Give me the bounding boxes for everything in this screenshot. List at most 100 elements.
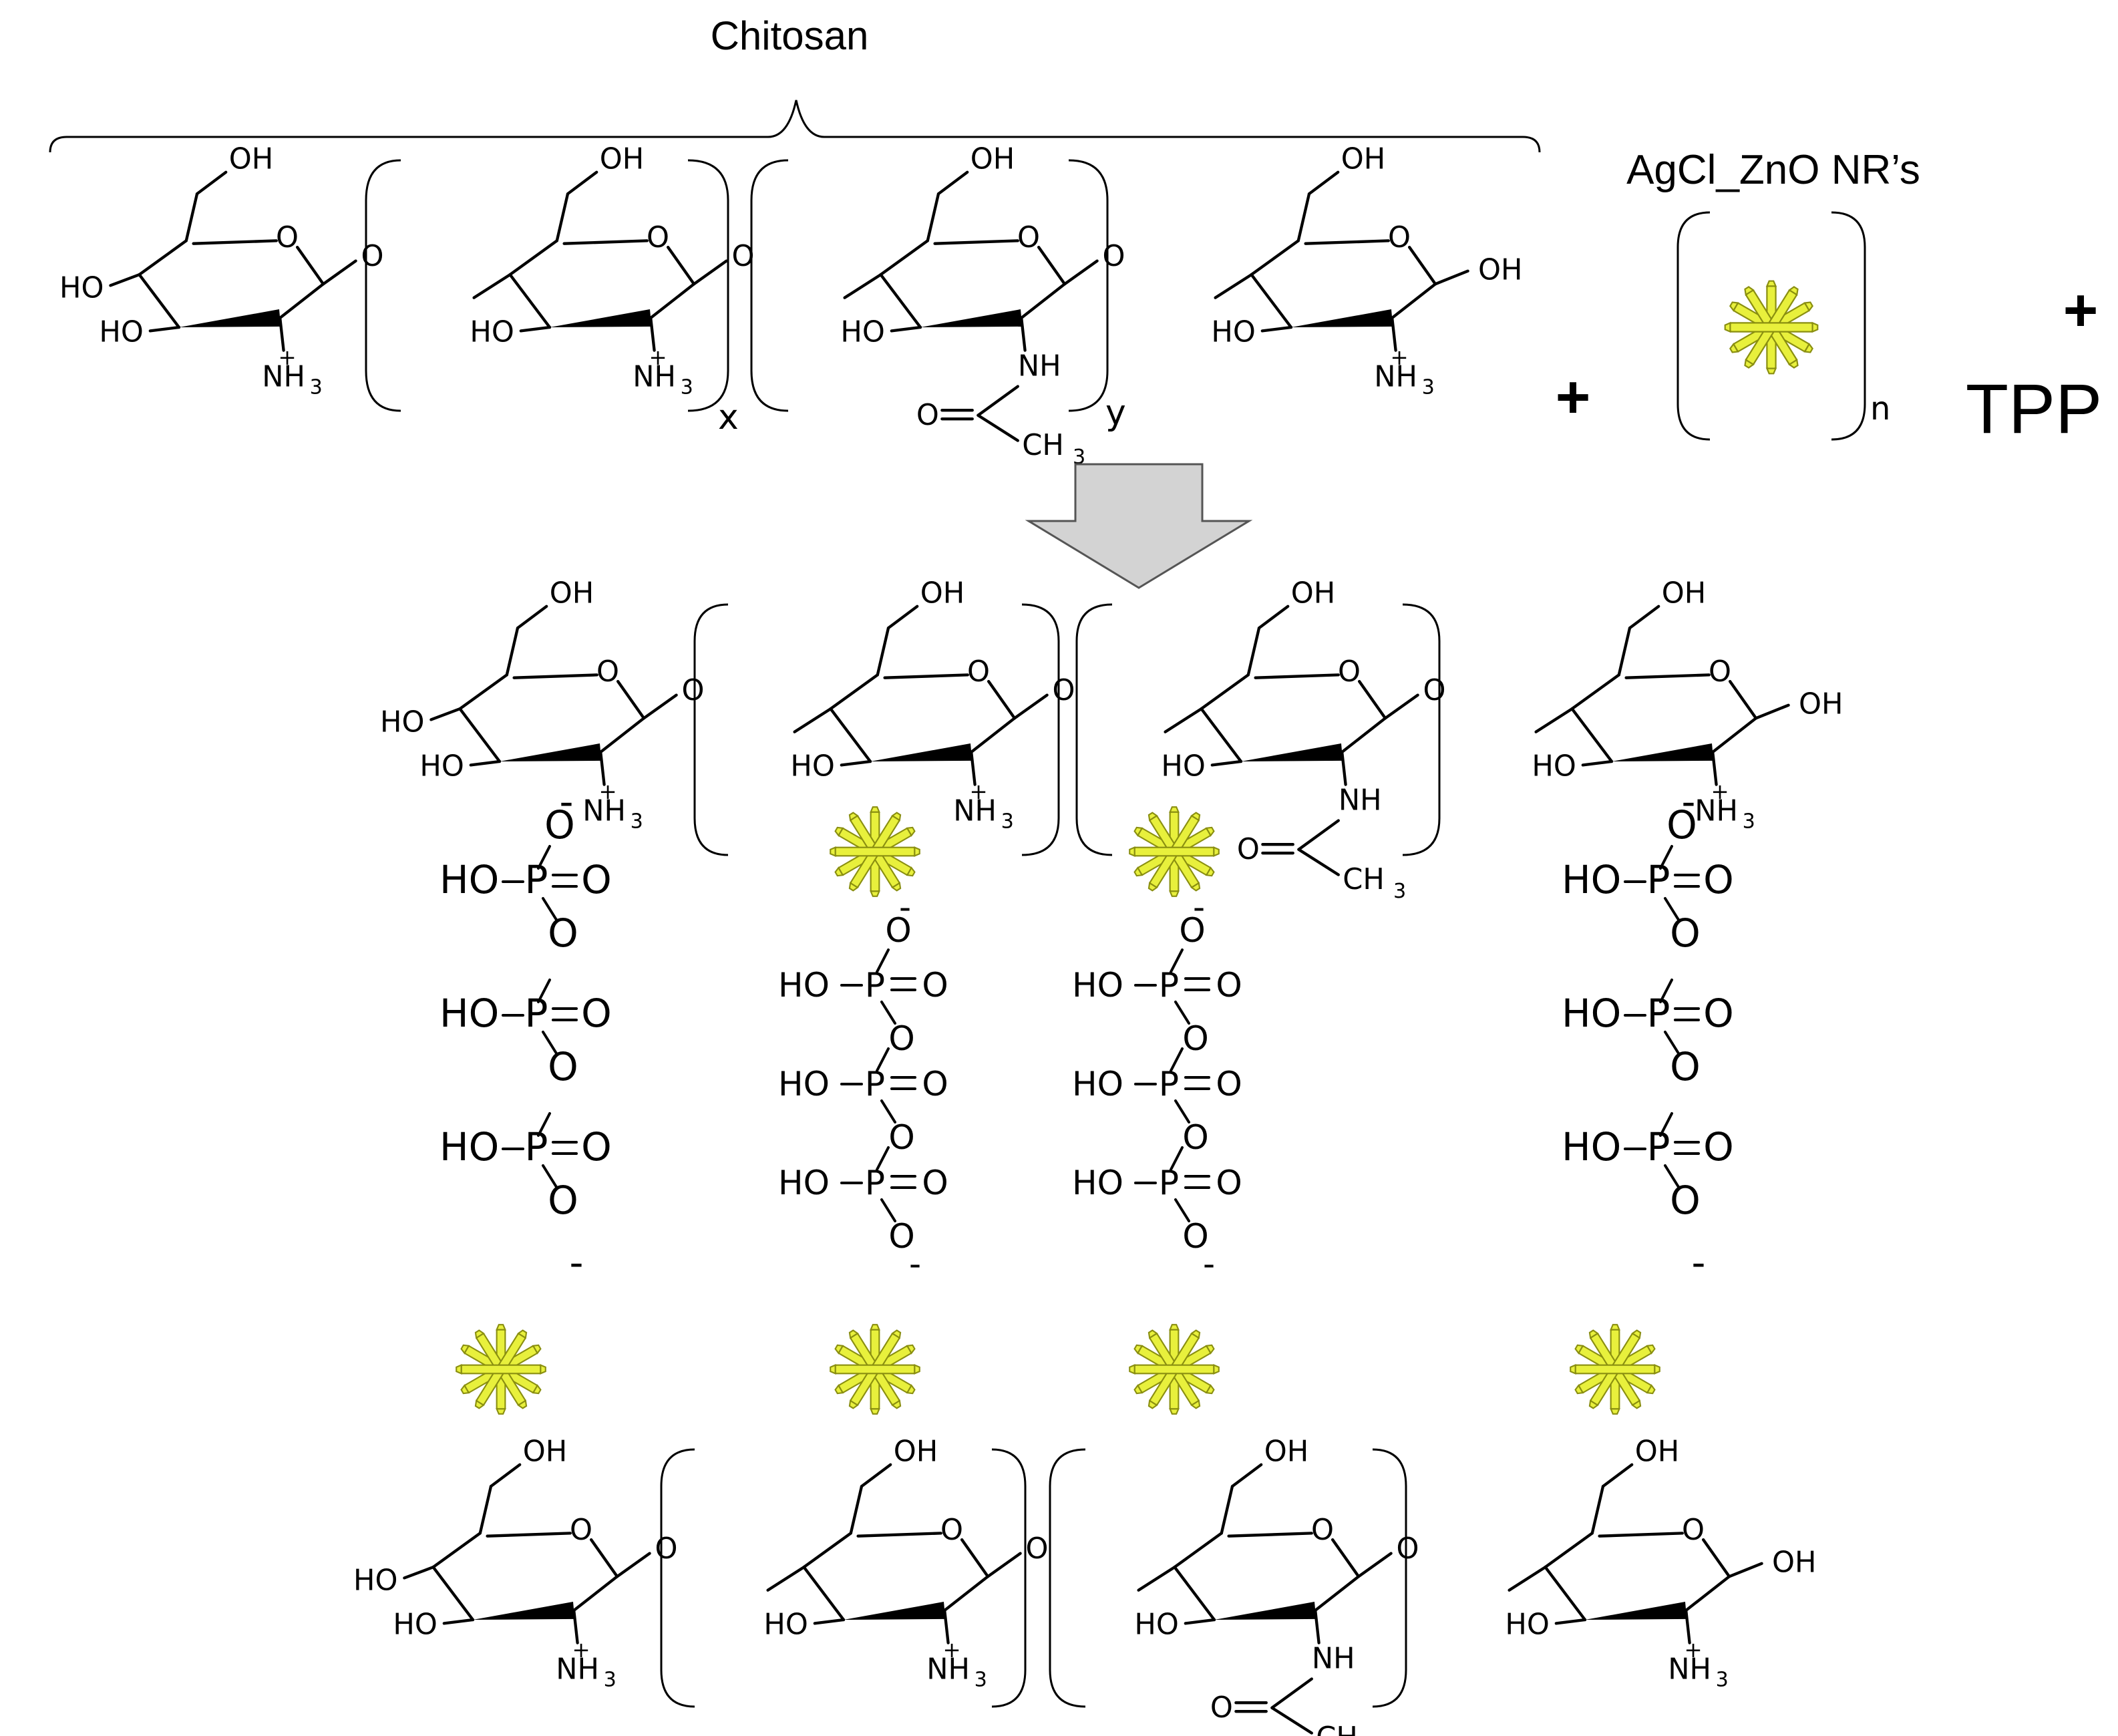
bond [970,717,1017,754]
bridge-oxygen: O [1182,1019,1208,1058]
bond [802,1566,846,1622]
plus-sign-tpp: + [2063,277,2099,344]
oxygen-minus: O [1179,911,1205,950]
bridge-oxygen: O [1670,1044,1701,1089]
ch3-group: CH [1316,1721,1358,1736]
phosphorus: P [1647,1124,1670,1170]
bond [1508,1566,1547,1592]
bond [1570,673,1620,711]
bond [1544,1532,1594,1569]
bond [860,1463,892,1488]
bond [1200,673,1250,711]
phosphorus: P [525,1124,548,1170]
ho-group: HO [763,1608,808,1642]
bond [1174,1198,1190,1222]
bond [1270,1706,1313,1735]
bond [1214,273,1253,299]
bond [1210,759,1243,767]
nh3-group: NH [953,795,997,828]
nanorod-star-icon [1129,807,1219,896]
carbonyl-oxygen: O [1237,833,1260,866]
bond [1659,979,1673,1003]
bond [1170,1146,1184,1171]
bond [478,1485,493,1535]
nh3-group: NH [582,795,626,828]
oxygen: O [922,1065,948,1103]
bond [508,239,558,277]
bond [1184,1618,1216,1625]
bond [692,259,728,286]
charge-plus: + [1711,779,1729,804]
oxygen: O [922,966,948,1005]
bond [537,979,551,1003]
bond [876,1047,890,1072]
bond [1357,679,1387,720]
bond [829,707,872,763]
bond [138,239,188,277]
bond [849,1485,864,1535]
bridge-oxygen: O [1182,1217,1208,1256]
nh3-subscript: 3 [681,375,693,399]
charge-plus: + [278,345,296,370]
ho-group: HO [1532,750,1576,784]
oh-group: OH [1478,254,1522,287]
bond [1341,717,1387,754]
ch3-group: CH [1343,863,1385,896]
repeat-bracket-y [750,159,1109,412]
bridge-oxygen: O [1670,1178,1701,1223]
bond [1601,1463,1634,1488]
ho-group: HO [1505,1608,1549,1642]
bond [1297,819,1340,851]
bond [1270,1677,1313,1709]
bond [1297,848,1340,876]
bond [793,707,832,733]
bond [1173,1566,1216,1622]
bond [1314,1575,1361,1612]
ho-group: HO [470,316,514,349]
bond [512,673,598,679]
bridge-oxygen: O [888,1019,914,1058]
bond [489,1463,522,1488]
bond [1727,1562,1763,1578]
ho-group: HO [419,750,464,784]
bond [1250,239,1300,277]
ho-group: HO [1072,1164,1123,1202]
bridge-oxygen: O [888,1118,914,1157]
nanorod-star-icon [1129,1325,1219,1414]
bridge-oxygen: O [548,1044,578,1089]
oh-group: OH [1291,576,1335,610]
bond [599,750,606,786]
ring-oxygen: O [940,1514,963,1547]
bond [886,604,919,630]
bond [987,679,1017,720]
bond [1728,679,1758,720]
nh3-group: NH [1668,1653,1711,1687]
charge-plus: + [1684,1637,1702,1663]
glycosidic-oxygen: O [655,1532,677,1566]
nanorod-star-icon [456,1325,546,1414]
bond [970,750,977,786]
bridge-oxygen: O [548,1178,578,1223]
bond [840,759,872,767]
glycosidic-oxygen: O [361,240,383,273]
ring-oxygen: O [1017,221,1040,254]
bond [537,845,551,870]
bond [880,1001,896,1025]
bond [1170,1047,1184,1072]
bond [1624,673,1711,679]
nh3-group: NH [262,361,305,394]
nh3-group: NH [633,361,676,394]
bond [1020,283,1067,320]
phosphorus: P [1159,966,1179,1005]
bond [802,1532,852,1569]
bridge-oxygen: O [888,1217,914,1256]
phosphorus: P [1159,1065,1179,1103]
ho-group: HO [1562,1124,1621,1170]
bond [1013,693,1049,720]
bond [1137,1566,1176,1592]
bond [1598,1532,1684,1538]
bond [933,239,1019,245]
